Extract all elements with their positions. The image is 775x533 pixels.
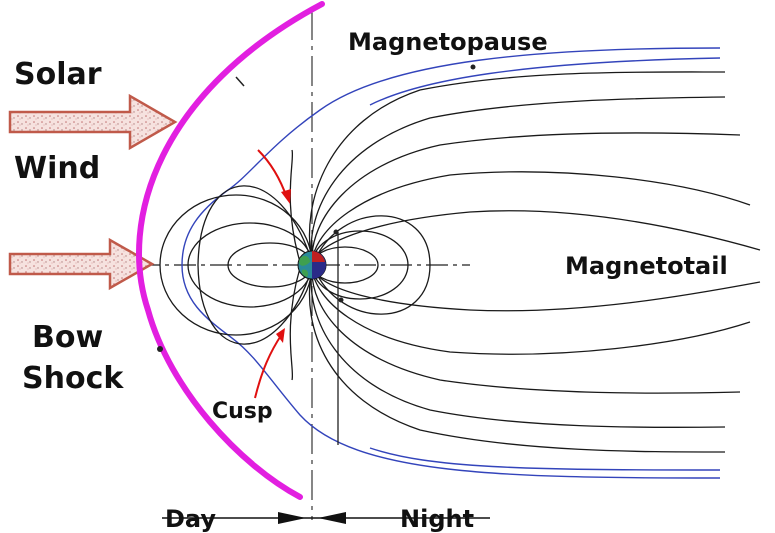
solar-wind-arrow-upper xyxy=(8,93,178,151)
tail-field-lines-south xyxy=(308,267,761,453)
cusp-arrow-lower xyxy=(254,328,285,399)
night-label: Night xyxy=(400,505,474,533)
solar-label: Solar xyxy=(14,57,102,92)
bow-shock-tick xyxy=(235,76,245,87)
day-label: Day xyxy=(165,505,216,533)
bow-shock-marker xyxy=(157,346,163,352)
magnetopause-marker xyxy=(470,64,476,70)
magnetopause-upper xyxy=(181,47,721,266)
magnetopause-label: Magnetopause xyxy=(348,28,548,56)
magnetotail-label: Magnetotail xyxy=(565,252,728,280)
wind-label: Wind xyxy=(14,151,100,186)
bow-label: Bow xyxy=(32,320,103,355)
magnetopause-inner-lower xyxy=(369,447,721,471)
day-night-divider xyxy=(162,512,490,524)
magnetopause-inner-upper xyxy=(369,57,721,106)
tail-field-lines-north xyxy=(308,71,761,263)
cusp-arrow-upper xyxy=(257,149,291,204)
earth-icon xyxy=(297,250,327,280)
shock-label: Shock xyxy=(22,361,124,396)
solar-wind-arrow-lower xyxy=(8,237,155,291)
plasma-sheet-markers xyxy=(333,229,344,445)
bow-shock-curve xyxy=(136,1,325,500)
cusp-label: Cusp xyxy=(212,399,273,424)
